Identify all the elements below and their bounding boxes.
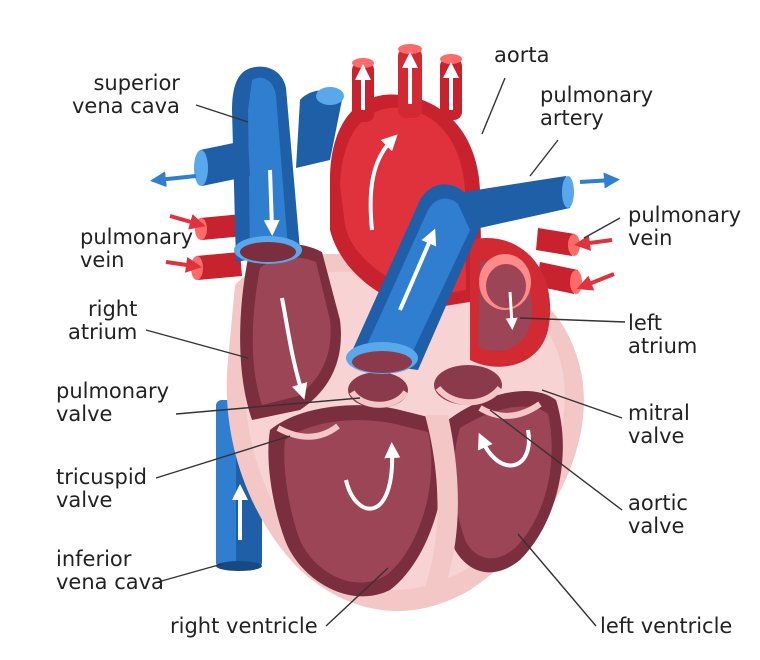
leader-aorta: [481, 77, 506, 135]
external-flow-arrows: [150, 171, 620, 291]
label-superior-vena-cava: superior vena cava: [72, 71, 180, 118]
valves: [276, 365, 542, 440]
label-pulmonary-valve: pulmonary valve: [56, 379, 170, 426]
leader-left-ventricle: [517, 533, 597, 627]
label-aortic-valve: aortic valve: [628, 491, 688, 538]
flow-arrow: [398, 228, 437, 311]
leader-mitral-valve: [541, 389, 623, 419]
pulmonary-artery: [346, 176, 574, 374]
flow-arrow: [280, 297, 308, 400]
label-pulmonary-vein-right: pulmonary vein: [628, 203, 742, 250]
label-right-ventricle: right ventricle: [170, 614, 318, 638]
blood-in-arrow: [574, 235, 613, 251]
label-left-atrium: left atrium: [628, 311, 698, 358]
leader-right-atrium: [145, 329, 249, 359]
leader-superior-vena-cava: [195, 104, 249, 123]
label-aorta: aorta: [494, 43, 550, 67]
leader-left-atrium: [519, 317, 626, 323]
label-pulmonary-vein-left: pulmonary vein: [80, 225, 194, 272]
blood-out-arrow: [579, 172, 620, 189]
chambers: [240, 243, 563, 600]
leader-inferior-vena-cava: [157, 563, 223, 583]
left-atrium-region: [470, 237, 551, 367]
blood-in-arrow: [165, 256, 202, 273]
label-right-atrium: right atrium: [68, 297, 138, 344]
blood-in-arrow: [169, 214, 206, 230]
superior-vena-cava: [194, 66, 344, 264]
label-pulmonary-artery: pulmonary artery: [540, 83, 654, 130]
leader-tricuspid-valve: [155, 435, 291, 479]
label-mitral-valve: mitral valve: [628, 401, 690, 448]
leader-aortic-valve: [489, 409, 623, 511]
leader-pulmonary-artery: [529, 139, 559, 177]
leader-lines: [145, 77, 626, 627]
leader-pulmonary-valve: [175, 397, 361, 415]
flow-arrow: [263, 169, 280, 236]
flow-arrow: [505, 291, 518, 330]
leader-pulmonary-vein-right: [583, 217, 621, 239]
label-tricuspid-valve: tricuspid valve: [56, 465, 147, 512]
leader-right-ventricle: [325, 567, 389, 627]
blood-in-arrow: [576, 272, 615, 291]
label-inferior-vena-cava: inferior vena cava: [56, 547, 164, 594]
label-left-ventricle: left ventricle: [600, 614, 733, 638]
flow-arrow: [477, 429, 531, 468]
flow-arrow: [344, 442, 401, 511]
blood-out-arrow: [150, 171, 197, 188]
flow-arrow: [368, 134, 398, 231]
